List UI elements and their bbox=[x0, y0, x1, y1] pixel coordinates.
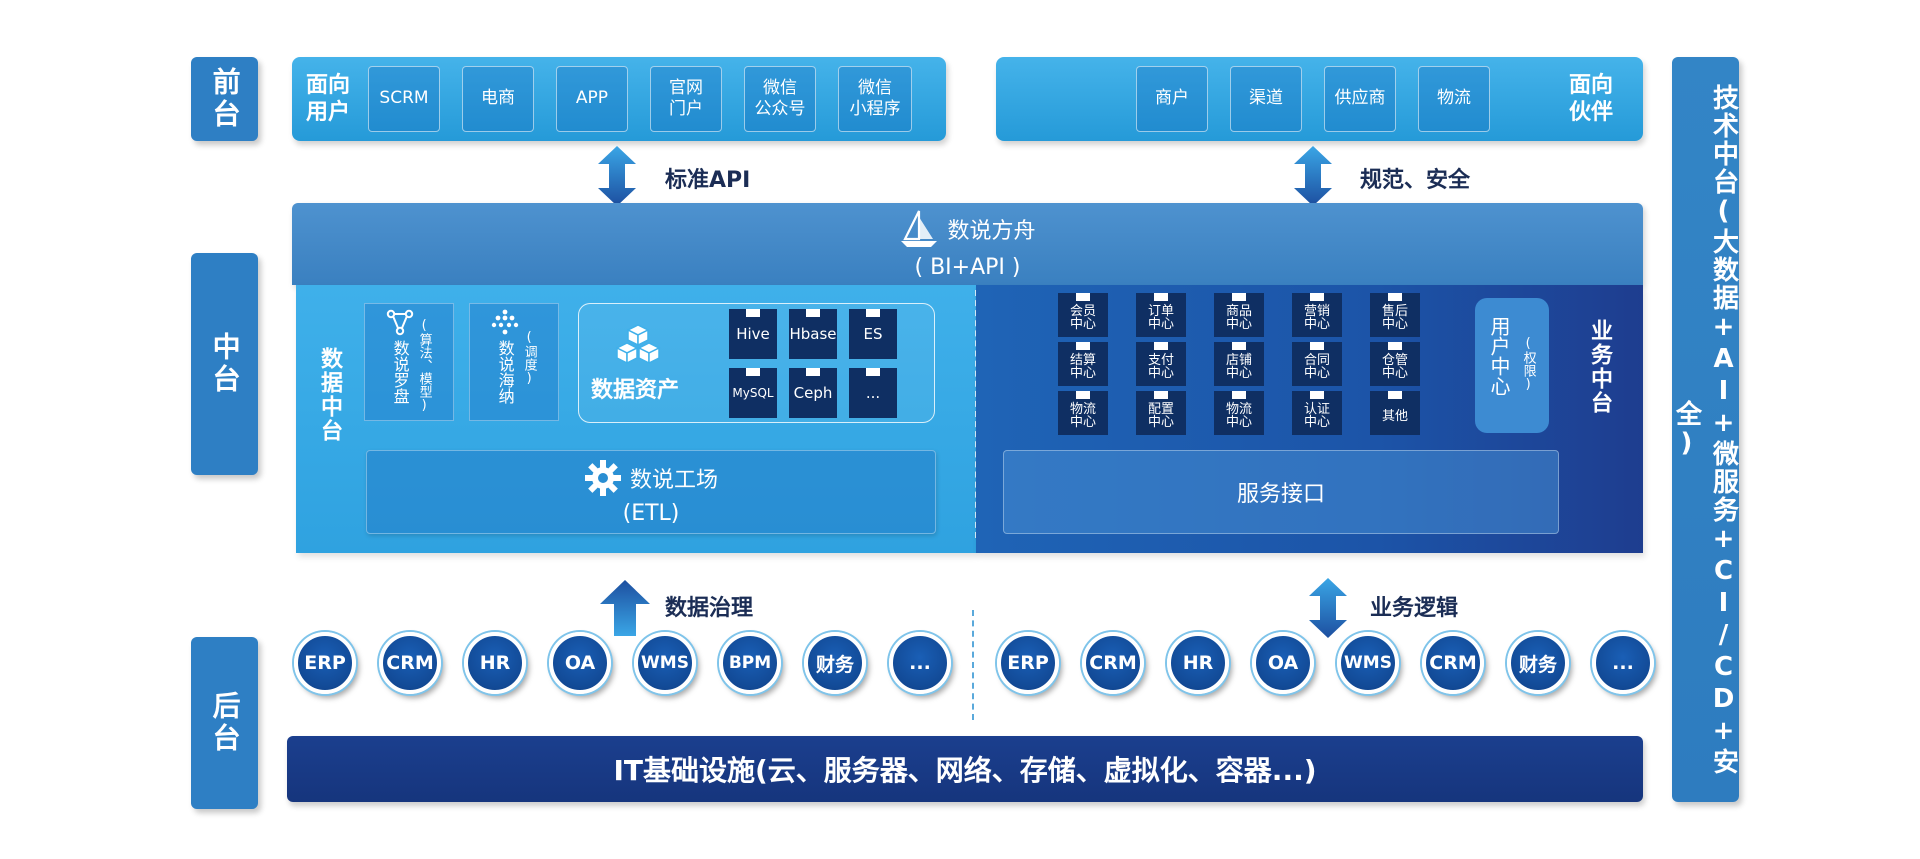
arrow-label-business-logic: 业务逻辑 bbox=[1370, 596, 1459, 621]
front-partner-bar: 商户 渠道 供应商 物流 面向 伙伴 bbox=[996, 57, 1643, 141]
infrastructure-bar: IT基础设施(云、服务器、网络、存储、虚拟化、容器...) bbox=[287, 736, 1643, 802]
double-arrow-icon bbox=[1309, 578, 1347, 638]
db-tile: MySQL bbox=[729, 368, 777, 418]
tech-platform-column: 技术中台(大数据+AI+微服务+CI/CD+安全) bbox=[1672, 57, 1739, 802]
front-partner-item: 商户 bbox=[1136, 66, 1208, 132]
up-arrow-icon bbox=[600, 580, 650, 636]
front-partner-tag: 面向 伙伴 bbox=[1568, 72, 1613, 126]
arrow-label-standard-api: 标准API bbox=[665, 168, 751, 193]
data-assets-box: 数据资产 Hive Hbase ES MySQL Ceph ... bbox=[578, 303, 935, 423]
front-user-item: 微信 公众号 bbox=[744, 66, 816, 132]
service-tile: 物流 中心 bbox=[1214, 391, 1264, 435]
platform-subtitle: ( BI+API ) bbox=[914, 254, 1021, 280]
service-tile: 结算 中心 bbox=[1058, 342, 1108, 386]
tech-platform-label: 技术中台(大数据+AI+微服务+CI/CD+安全) bbox=[1671, 83, 1739, 776]
data-assets-title: 数据资产 bbox=[591, 378, 680, 403]
system-circle: BPM bbox=[719, 632, 781, 694]
system-circle: 财务 bbox=[804, 632, 866, 694]
user-center-name: 用户中心 bbox=[1487, 316, 1511, 396]
double-arrow-icon bbox=[1294, 146, 1332, 206]
service-tile: 认证 中心 bbox=[1292, 391, 1342, 435]
tool-compass-note: (算法、模型) bbox=[416, 318, 432, 413]
front-user-item: SCRM bbox=[368, 66, 440, 132]
business-middle-title: 业务中台 bbox=[1587, 319, 1612, 415]
front-user-item: 官网 门户 bbox=[650, 66, 722, 132]
etl-subtitle: (ETL) bbox=[622, 500, 680, 526]
service-tile: 订单 中心 bbox=[1136, 293, 1186, 337]
system-circle: CRM bbox=[379, 632, 441, 694]
data-middle-panel: 数据中台 数说罗盘 (算法、模型) 数说海纳 (调度) bbox=[296, 285, 976, 553]
system-circle: HR bbox=[1167, 632, 1229, 694]
tool-compass-name: 数说罗盘 bbox=[390, 340, 410, 404]
service-tile: 其他 bbox=[1370, 391, 1420, 435]
front-partner-item: 物流 bbox=[1418, 66, 1490, 132]
service-interface-box: 服务接口 bbox=[1003, 450, 1559, 534]
front-user-tag: 面向 用户 bbox=[305, 72, 350, 126]
user-center-box: 用户中心 (权限) bbox=[1475, 298, 1549, 433]
tier-front-label: 前台 bbox=[208, 67, 242, 131]
service-tile: 营销 中心 bbox=[1292, 293, 1342, 337]
service-tile: 会员 中心 bbox=[1058, 293, 1108, 337]
tier-back: 后台 bbox=[191, 637, 258, 809]
tier-front: 前台 bbox=[191, 57, 258, 141]
front-user-item: APP bbox=[556, 66, 628, 132]
tier-back-label: 后台 bbox=[208, 691, 242, 755]
front-partner-item: 供应商 bbox=[1324, 66, 1396, 132]
system-circle: OA bbox=[549, 632, 611, 694]
platform-header: 数说方舟 ( BI+API ) bbox=[292, 203, 1643, 285]
db-tile: Hbase bbox=[789, 309, 837, 359]
db-tile: Ceph bbox=[789, 368, 837, 418]
system-circle: ERP bbox=[294, 632, 356, 694]
service-tile: 仓管 中心 bbox=[1370, 342, 1420, 386]
system-circle: OA bbox=[1252, 632, 1314, 694]
system-circle: CRM bbox=[1082, 632, 1144, 694]
tier-middle-label: 中台 bbox=[208, 332, 242, 396]
system-circle: WMS bbox=[1337, 632, 1399, 694]
system-circle: ... bbox=[1592, 632, 1654, 694]
service-tile: 售后 中心 bbox=[1370, 293, 1420, 337]
front-user-item: 微信 小程序 bbox=[838, 66, 912, 132]
back-divider bbox=[972, 610, 974, 720]
arrow-label-standards-security: 规范、安全 bbox=[1360, 168, 1471, 193]
tool-scheduler-name: 数说海纳 bbox=[495, 340, 515, 404]
db-tile: Hive bbox=[729, 309, 777, 359]
double-arrow-icon bbox=[598, 146, 636, 206]
service-tile: 合同 中心 bbox=[1292, 342, 1342, 386]
system-circle: ERP bbox=[997, 632, 1059, 694]
tool-compass: 数说罗盘 (算法、模型) bbox=[364, 303, 454, 421]
service-tile: 商品 中心 bbox=[1214, 293, 1264, 337]
service-tile: 配置 中心 bbox=[1136, 391, 1186, 435]
db-tile: ... bbox=[849, 368, 897, 418]
cubes-icon bbox=[615, 324, 661, 364]
tool-scheduler: 数说海纳 (调度) bbox=[469, 303, 559, 421]
service-tile: 物流 中心 bbox=[1058, 391, 1108, 435]
business-middle-panel: 会员 中心 订单 中心 商品 中心 营销 中心 售后 中心 结算 中心 支付 中… bbox=[976, 285, 1643, 553]
scheduler-dots-icon bbox=[491, 309, 519, 335]
db-tile: ES bbox=[849, 309, 897, 359]
network-nodes-icon bbox=[386, 309, 414, 336]
gear-icon bbox=[584, 459, 621, 496]
system-circle: 财务 bbox=[1507, 632, 1569, 694]
user-center-note: (权限) bbox=[1520, 336, 1536, 392]
arrow-label-data-governance: 数据治理 bbox=[665, 596, 754, 621]
front-partner-item: 渠道 bbox=[1230, 66, 1302, 132]
boat-logo-icon bbox=[901, 210, 938, 247]
tier-middle: 中台 bbox=[191, 253, 258, 475]
front-user-item: 电商 bbox=[462, 66, 534, 132]
service-tile: 支付 中心 bbox=[1136, 342, 1186, 386]
etl-box: 数说工场 (ETL) bbox=[366, 450, 936, 534]
data-middle-title: 数据中台 bbox=[317, 347, 342, 443]
system-circle: ... bbox=[889, 632, 951, 694]
tool-scheduler-note: (调度) bbox=[521, 330, 537, 386]
front-user-bar: 面向 用户 SCRM 电商 APP 官网 门户 微信 公众号 微信 小程序 bbox=[292, 57, 946, 141]
system-circle: CRM bbox=[1422, 632, 1484, 694]
platform-name: 数说方舟 bbox=[947, 218, 1036, 244]
service-tile: 店铺 中心 bbox=[1214, 342, 1264, 386]
etl-name: 数说工场 bbox=[629, 467, 718, 493]
system-circle: HR bbox=[464, 632, 526, 694]
system-circle: WMS bbox=[634, 632, 696, 694]
